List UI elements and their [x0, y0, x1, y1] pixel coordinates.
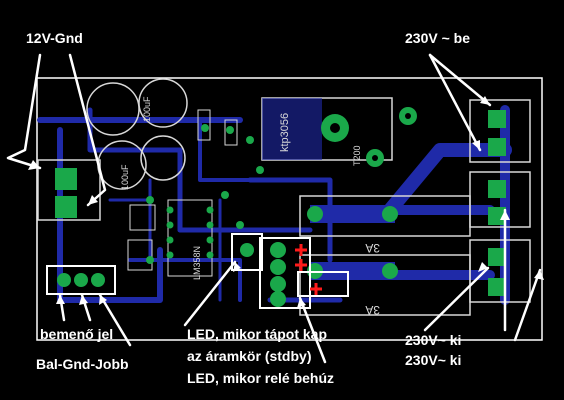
board-outline	[36, 77, 543, 341]
silk-cap-1: 100uF	[142, 96, 152, 122]
label-input-pins: Bal-Gnd-Jobb	[36, 356, 129, 372]
arrow-led-standby	[183, 260, 237, 327]
power-terminal	[37, 159, 101, 221]
arrow-input-right	[98, 293, 132, 347]
arrow-12v-gnd	[6, 53, 42, 170]
label-led-standby-2: az áramkör (stdby)	[187, 348, 312, 364]
led-anode-markers	[295, 244, 322, 295]
led-area	[231, 233, 349, 309]
silk-cap-2: 100uF	[120, 164, 130, 190]
mains-terminal-pads	[488, 110, 506, 296]
arrow-heads	[28, 96, 544, 308]
input-signal-header	[46, 265, 116, 295]
arrow-mains-in-1	[428, 53, 492, 107]
regulator-area	[261, 97, 417, 167]
label-led-relay: LED, mikor relé behúz	[187, 370, 335, 386]
silk-regulator: ktp3056	[279, 113, 291, 152]
label-mains-out-2: 230V~ ki	[405, 352, 462, 368]
arrow-led-relay	[298, 296, 327, 364]
label-input-signal: bemenő jel	[40, 326, 114, 342]
label-mains-out-1: 230V~ ki	[405, 332, 462, 348]
label-12v-gnd: 12V-Gnd	[26, 30, 83, 46]
arrow-mains-out-3	[513, 268, 542, 342]
arrow-mains-in-2	[428, 53, 482, 152]
label-mains-in: 230V ~ be	[405, 30, 470, 46]
annotation-arrows	[6, 53, 542, 364]
silk-relay-2: 3A	[365, 303, 380, 317]
small-pads	[146, 124, 264, 264]
capacitors	[86, 78, 188, 190]
arrow-mains-out-1	[423, 266, 490, 332]
silk-relay-1: 3A	[365, 241, 380, 255]
silk-ic: LM358N	[192, 246, 202, 280]
silk-fuse: T200	[352, 145, 362, 166]
label-led-standby-1: LED, mikor tápot kap	[187, 326, 328, 342]
mains-terminals	[469, 99, 531, 303]
